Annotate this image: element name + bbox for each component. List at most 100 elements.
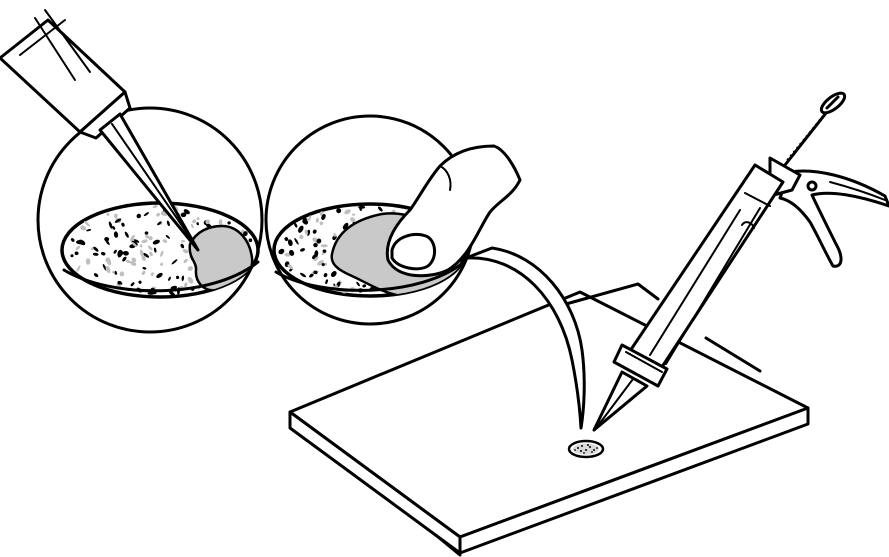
- particle: [125, 259, 131, 264]
- particle: [114, 218, 122, 223]
- panel-icon: [288, 290, 810, 557]
- particle: [183, 258, 188, 264]
- particle: [183, 209, 190, 215]
- particle: [180, 212, 187, 218]
- particle: [139, 249, 144, 258]
- particle: [112, 226, 116, 230]
- particle: [248, 238, 253, 243]
- particle: [322, 249, 327, 253]
- particle: [243, 231, 248, 237]
- finger-icon: [385, 144, 522, 278]
- particle: [377, 206, 383, 212]
- particle: [205, 219, 210, 225]
- particle: [320, 244, 328, 248]
- sealant-nozzle-icon: [0, 9, 200, 252]
- particle: [106, 212, 110, 216]
- magnifier-detail-2: [264, 114, 522, 326]
- particle: [148, 236, 153, 241]
- particle: [315, 217, 320, 223]
- caulking-gun-icon: [592, 91, 889, 432]
- particle: [300, 272, 306, 278]
- particle: [187, 266, 193, 271]
- particle: [313, 270, 318, 275]
- particle: [85, 258, 91, 265]
- particle: [284, 237, 289, 242]
- particle: [105, 257, 111, 263]
- particle: [124, 231, 129, 238]
- particle: [119, 271, 125, 277]
- particle: [314, 250, 319, 257]
- particle: [121, 222, 125, 227]
- particle: [169, 291, 175, 296]
- particle: [70, 254, 74, 258]
- particle: [298, 225, 304, 233]
- magnifier-detail-1: [0, 9, 264, 334]
- particle: [92, 252, 99, 256]
- particle: [342, 222, 349, 230]
- particle: [325, 279, 328, 285]
- particle: [182, 249, 189, 254]
- particle: [323, 273, 328, 278]
- particle: [136, 213, 142, 219]
- particle: [352, 213, 356, 216]
- particle: [287, 264, 294, 270]
- particle: [175, 275, 180, 280]
- particle: [113, 249, 117, 254]
- particle: [143, 252, 150, 258]
- particle: [113, 231, 119, 238]
- particle: [122, 256, 127, 262]
- particle: [152, 239, 160, 245]
- particle: [299, 234, 304, 240]
- particle: [227, 221, 231, 225]
- particle: [196, 217, 200, 221]
- particle: [133, 239, 140, 243]
- particle: [330, 270, 337, 278]
- particle: [284, 252, 291, 257]
- particle: [316, 238, 322, 244]
- particle: [145, 234, 150, 239]
- particle: [130, 234, 135, 242]
- particle: [294, 237, 299, 245]
- particle: [130, 282, 135, 287]
- particle: [289, 249, 295, 256]
- particle: [302, 217, 307, 224]
- particle: [294, 223, 298, 228]
- particle: [156, 272, 163, 279]
- particle: [308, 215, 312, 221]
- particle: [190, 223, 194, 229]
- particle: [309, 273, 314, 278]
- particle: [278, 248, 285, 255]
- particle: [141, 270, 146, 275]
- particle: [160, 262, 164, 266]
- particle: [184, 282, 188, 288]
- particle: [93, 273, 99, 278]
- particle: [181, 239, 186, 243]
- particle: [300, 248, 305, 252]
- particle: [139, 244, 143, 248]
- particle: [122, 250, 129, 256]
- particle: [80, 225, 87, 231]
- particle: [321, 213, 326, 221]
- particle: [362, 284, 367, 288]
- particle: [338, 280, 342, 284]
- particle: [138, 280, 142, 284]
- particle: [171, 259, 178, 265]
- magnified-hole-icon: [567, 439, 605, 459]
- particle: [86, 229, 92, 232]
- particle: [336, 208, 342, 214]
- particle: [218, 219, 223, 226]
- particle: [344, 209, 351, 215]
- particle: [312, 229, 317, 234]
- particle: [181, 275, 185, 282]
- particle: [196, 222, 199, 226]
- particle: [317, 260, 324, 266]
- particle: [147, 245, 153, 251]
- particle: [75, 245, 81, 251]
- particle: [162, 239, 168, 244]
- particle: [180, 243, 185, 249]
- particle: [90, 247, 95, 251]
- particle: [143, 212, 150, 217]
- particle: [350, 217, 356, 223]
- particle: [130, 261, 137, 266]
